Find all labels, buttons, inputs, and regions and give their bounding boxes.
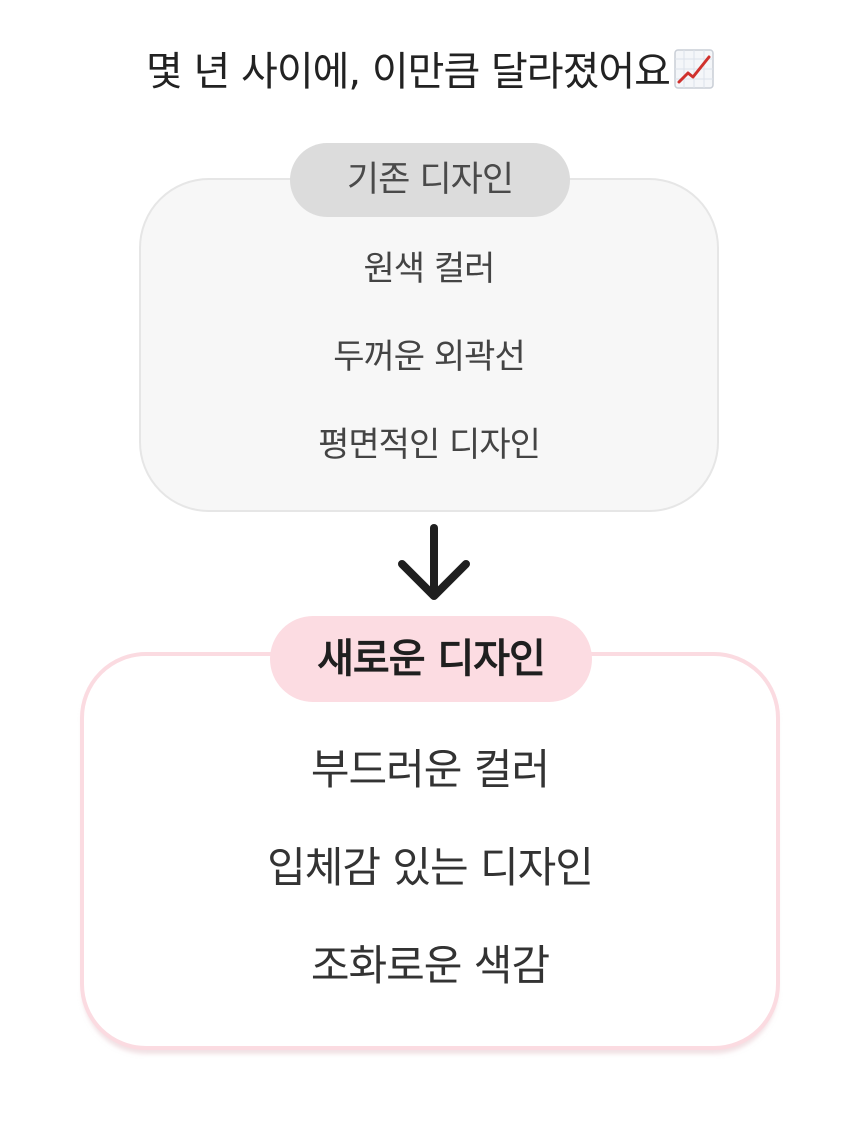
old-design-box [139,178,719,512]
old-design-item: 평면적인 디자인 [318,425,541,465]
new-design-label: 새로운 디자인 [270,616,592,702]
new-design-list: 부드러운 컬러 입체감 있는 디자인 조화로운 색감 [80,738,780,1032]
old-design-label: 기존 디자인 [290,143,570,217]
chart-increasing-icon [674,46,714,89]
new-design-item: 부드러운 컬러 [310,745,550,794]
title-text: 몇 년 사이에, 이만큼 달라졌어요 [146,49,671,95]
old-design-item: 두꺼운 외곽선 [333,337,526,377]
new-design-item: 입체감 있는 디자인 [267,843,594,892]
old-design-item: 원색 컬러 [363,249,496,289]
old-design-list: 원색 컬러 두꺼운 외곽선 평면적인 디자인 [139,240,719,504]
arrow-down-icon [396,522,472,606]
new-design-item: 조화로운 색감 [310,941,550,990]
page-title: 몇 년 사이에, 이만큼 달라졌어요 [0,42,860,102]
